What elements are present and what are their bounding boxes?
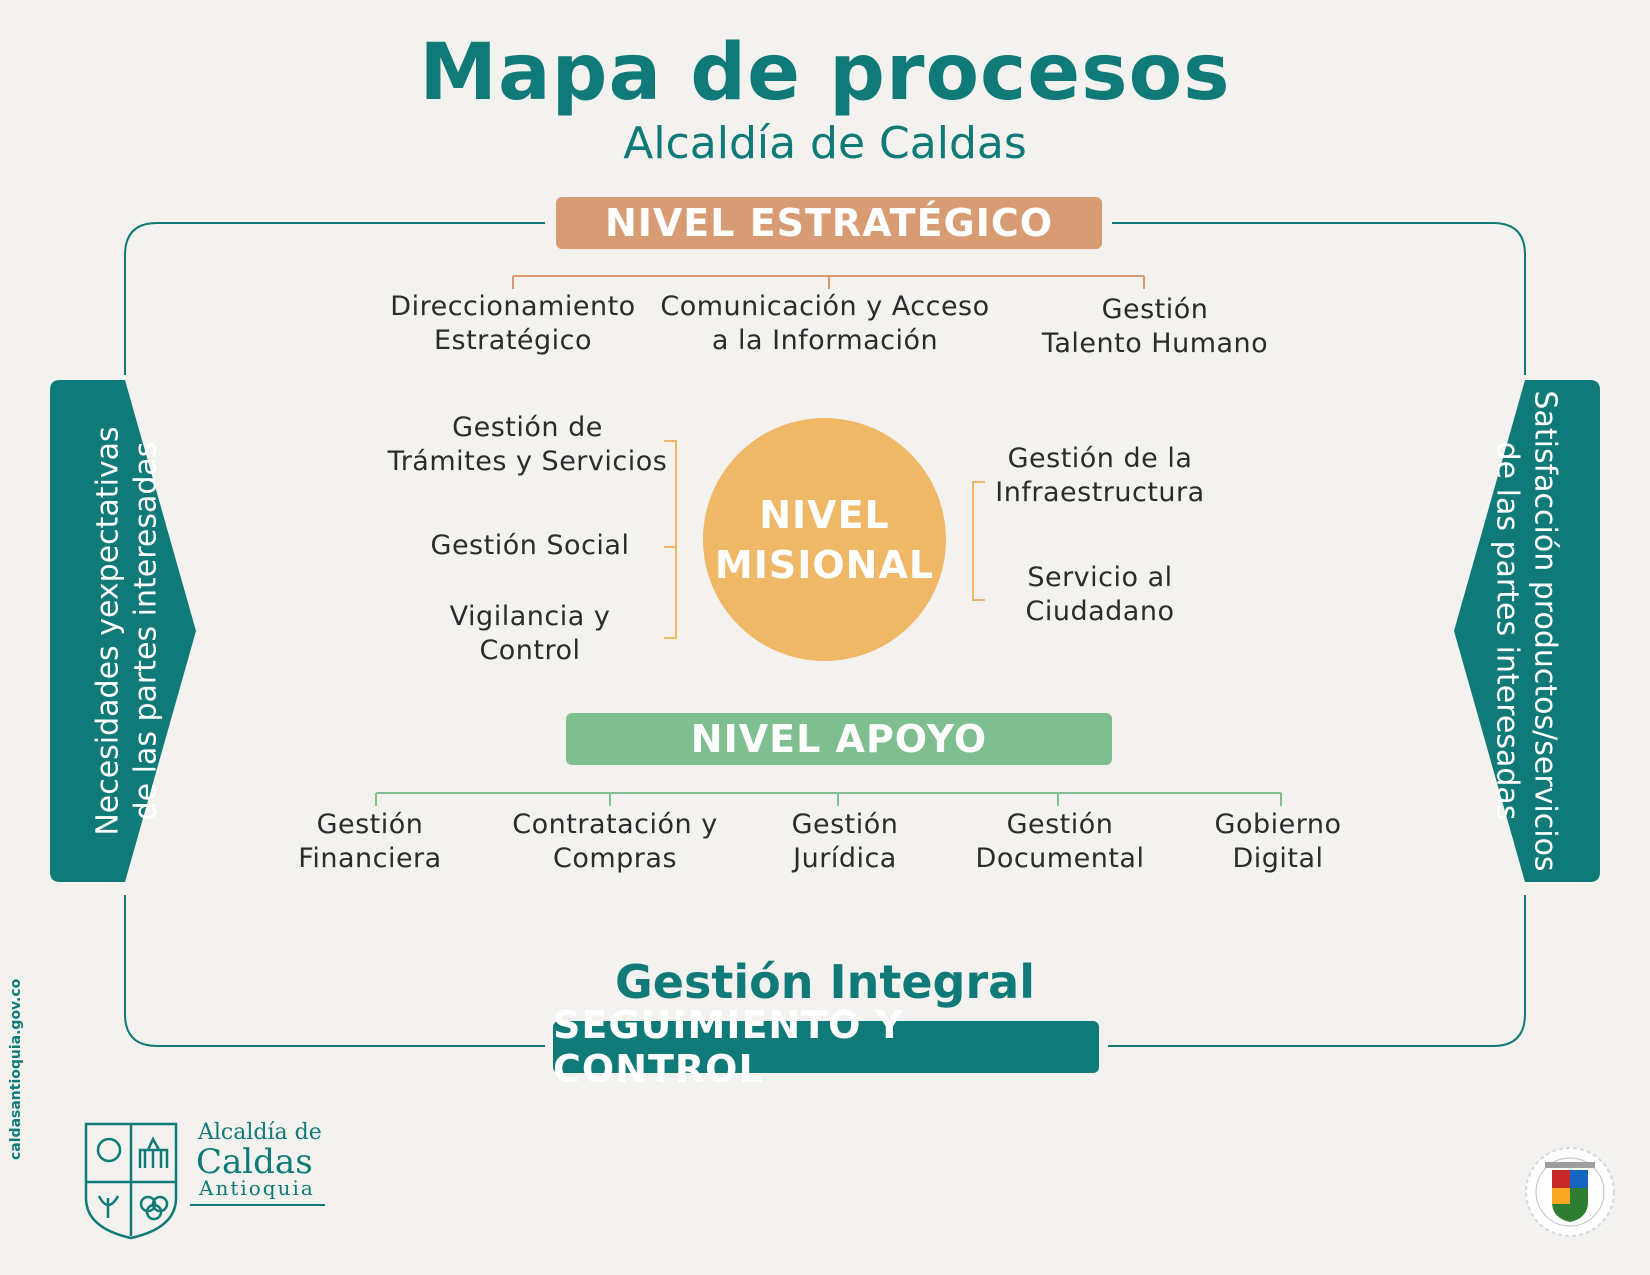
alcaldia-shield-icon (84, 1122, 178, 1240)
misional-left-bracket (664, 440, 677, 639)
nivel-misional-circle: NIVEL MISIONAL (703, 418, 946, 661)
misional-item-vigilancia: Vigilancia y Control (449, 601, 611, 666)
apoyo-item-documental: Gestión Documental (975, 809, 1145, 874)
left-arrow-label: Necesidades yexpectativas de las partes … (90, 426, 164, 836)
nivel-estrategico-banner: NIVEL ESTRATÉGICO (556, 197, 1102, 249)
page-subtitle: Alcaldía de Caldas (623, 118, 1027, 169)
apoyo-item-gobierno-digital: Gobierno Digital (1214, 809, 1342, 874)
frame-top-right (1112, 222, 1526, 375)
frame-bottom-left (124, 895, 545, 1047)
apoyo-connectors (375, 792, 1282, 806)
nivel-apoyo-banner: NIVEL APOYO (566, 713, 1112, 765)
estrategico-item-direccionamiento: Direccionamiento Estratégico (390, 291, 636, 356)
misional-item-tramites: Gestión de Trámites y Servicios (387, 412, 668, 477)
logo-text-caldas: Caldas (196, 1142, 313, 1182)
right-arrow-label: Satisfacción productos/servicios de las … (1489, 390, 1563, 872)
misional-right-bracket (972, 481, 985, 601)
logo-text-alcaldia: Alcaldía de (198, 1120, 322, 1145)
misional-item-infraestructura: Gestión de la Infraestructura (995, 443, 1205, 508)
frame-bottom-right (1108, 895, 1526, 1047)
apoyo-item-financiera: Gestión Financiera (298, 809, 442, 874)
apoyo-item-contratacion: Contratación y Compras (512, 809, 718, 874)
estrategico-item-talento-humano: Gestión Talento Humano (1041, 294, 1269, 359)
left-arrow-shape (50, 380, 196, 882)
seguimiento-control-banner: SEGUIMIENTO Y CONTROL (553, 1003, 1099, 1091)
right-arrow-shape (1454, 380, 1600, 882)
gestion-integral-heading: Gestión Integral (615, 955, 1035, 1009)
municipal-seal-icon (1525, 1147, 1615, 1237)
frame-top-left (124, 222, 545, 375)
logo-text-antioquia: Antioquia (199, 1176, 315, 1200)
estrategico-item-comunicacion: Comunicación y Acceso a la Información (660, 291, 990, 356)
apoyo-item-juridica: Gestión Jurídica (791, 809, 899, 874)
website-url: caldasantioquia.gov.co (8, 978, 24, 1160)
page-title: Mapa de procesos (419, 28, 1231, 118)
estrategico-connectors (512, 275, 1145, 289)
misional-item-social: Gestión Social (430, 530, 630, 561)
misional-item-servicio-ciudadano: Servicio al Ciudadano (1025, 562, 1175, 627)
